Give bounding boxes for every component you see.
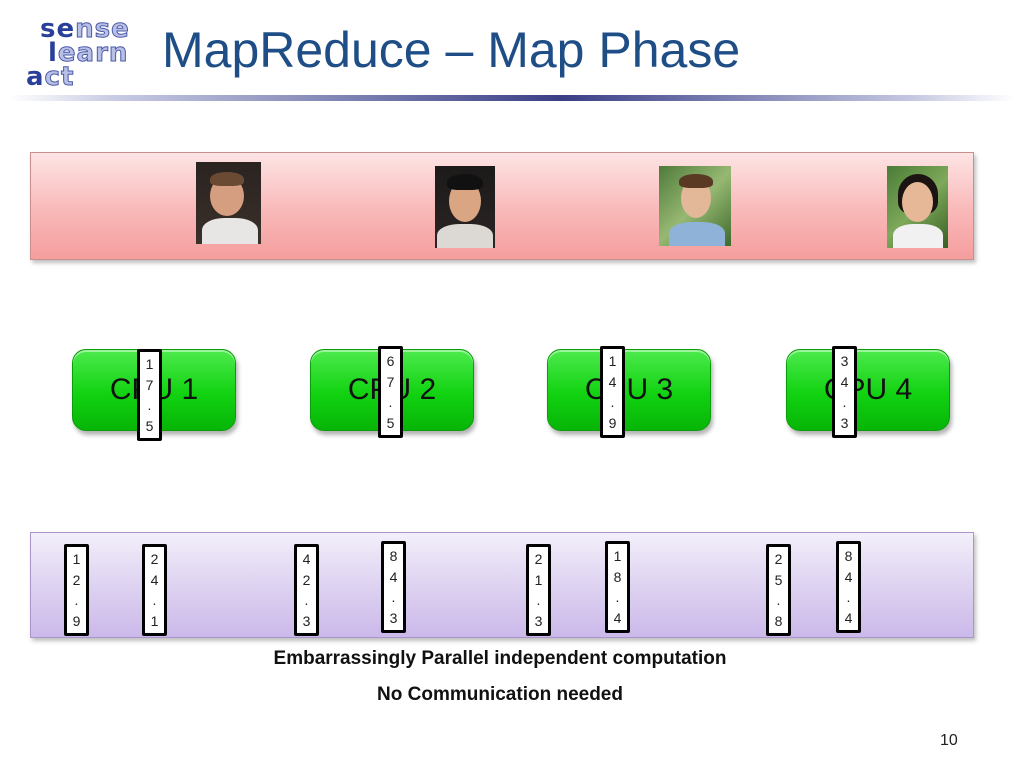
tag-char: 2 (72, 571, 81, 588)
tag-char: 7 (145, 376, 154, 393)
tag-char: . (842, 394, 847, 411)
tag-char: 1 (613, 548, 622, 565)
data-value-tag-7: 2 5 . 8 (766, 544, 791, 636)
person-photo-4 (887, 166, 948, 248)
tag-char: 1 (72, 551, 81, 568)
tag-char: 4 (840, 373, 849, 390)
data-value-tag-3: 4 2 . 3 (294, 544, 319, 636)
tag-char: 5 (386, 414, 395, 431)
tag-char: 8 (774, 612, 783, 629)
logo-line-learn: learn (48, 38, 129, 68)
people-band (30, 152, 974, 260)
cpu-2-value-tag: 6 7 . 5 (378, 346, 403, 438)
tag-char: 3 (389, 609, 398, 626)
tag-char: 3 (840, 414, 849, 431)
tag-char: 3 (534, 612, 543, 629)
caption-parallel: Embarrassingly Parallel independent comp… (273, 648, 727, 669)
cpu-4-box: CPU 4 (786, 349, 950, 431)
tag-char: . (776, 592, 781, 609)
logo-line-sense: sense (40, 14, 130, 44)
person-photo-3 (659, 166, 731, 246)
tag-char: 1 (145, 356, 154, 373)
data-value-tag-5: 2 1 . 3 (526, 544, 551, 636)
tag-char: . (147, 397, 152, 414)
tag-char: 4 (608, 373, 617, 390)
data-value-tag-6: 1 8 . 4 (605, 541, 630, 633)
tag-char: 4 (150, 571, 159, 588)
tag-char: . (846, 589, 851, 606)
cpu-3-box: CPU 3 (547, 349, 711, 431)
tag-char: 4 (844, 568, 853, 585)
tag-char: 4 (613, 609, 622, 626)
tag-char: 9 (608, 414, 617, 431)
tag-char: 7 (386, 373, 395, 390)
tag-char: 9 (72, 612, 81, 629)
title-underline (10, 95, 1014, 101)
data-band (30, 532, 974, 638)
tag-char: . (74, 592, 79, 609)
tag-char: 1 (608, 353, 617, 370)
tag-char: 2 (534, 551, 543, 568)
tag-char: 1 (534, 571, 543, 588)
tag-char: 8 (613, 568, 622, 585)
slide-title: MapReduce – Map Phase (162, 22, 741, 78)
tag-char: 8 (389, 548, 398, 565)
tag-char: . (610, 394, 615, 411)
data-value-tag-1: 1 2 . 9 (64, 544, 89, 636)
cpu-1-value-tag: 1 7 . 5 (137, 349, 162, 441)
caption-no-communication: No Communication needed (377, 684, 623, 705)
tag-char: 4 (844, 609, 853, 626)
tag-char: 5 (145, 417, 154, 434)
cpu-4-value-tag: 3 4 . 3 (832, 346, 857, 438)
tag-char: . (388, 394, 393, 411)
tag-char: . (615, 589, 620, 606)
person-photo-1 (196, 162, 261, 244)
tag-char: . (536, 592, 541, 609)
tag-char: . (152, 592, 157, 609)
tag-char: 4 (389, 568, 398, 585)
tag-char: 8 (844, 548, 853, 565)
sense-learn-act-logo: sense learn act (22, 12, 132, 92)
tag-char: 2 (150, 551, 159, 568)
tag-char: 2 (774, 551, 783, 568)
tag-char: 1 (150, 612, 159, 629)
tag-char: 4 (302, 551, 311, 568)
cpu-3-label: CPU 3 (584, 373, 674, 406)
tag-char: . (391, 589, 396, 606)
tag-char: 6 (386, 353, 395, 370)
cpu-3-value-tag: 1 4 . 9 (600, 346, 625, 438)
tag-char: 3 (840, 353, 849, 370)
page-number: 10 (940, 732, 958, 749)
data-value-tag-4: 8 4 . 3 (381, 541, 406, 633)
tag-char: 5 (774, 571, 783, 588)
tag-char: 2 (302, 571, 311, 588)
person-photo-2 (435, 166, 495, 248)
logo-line-act: act (26, 62, 75, 92)
data-value-tag-2: 2 4 . 1 (142, 544, 167, 636)
tag-char: . (304, 592, 309, 609)
data-value-tag-8: 8 4 . 4 (836, 541, 861, 633)
tag-char: 3 (302, 612, 311, 629)
